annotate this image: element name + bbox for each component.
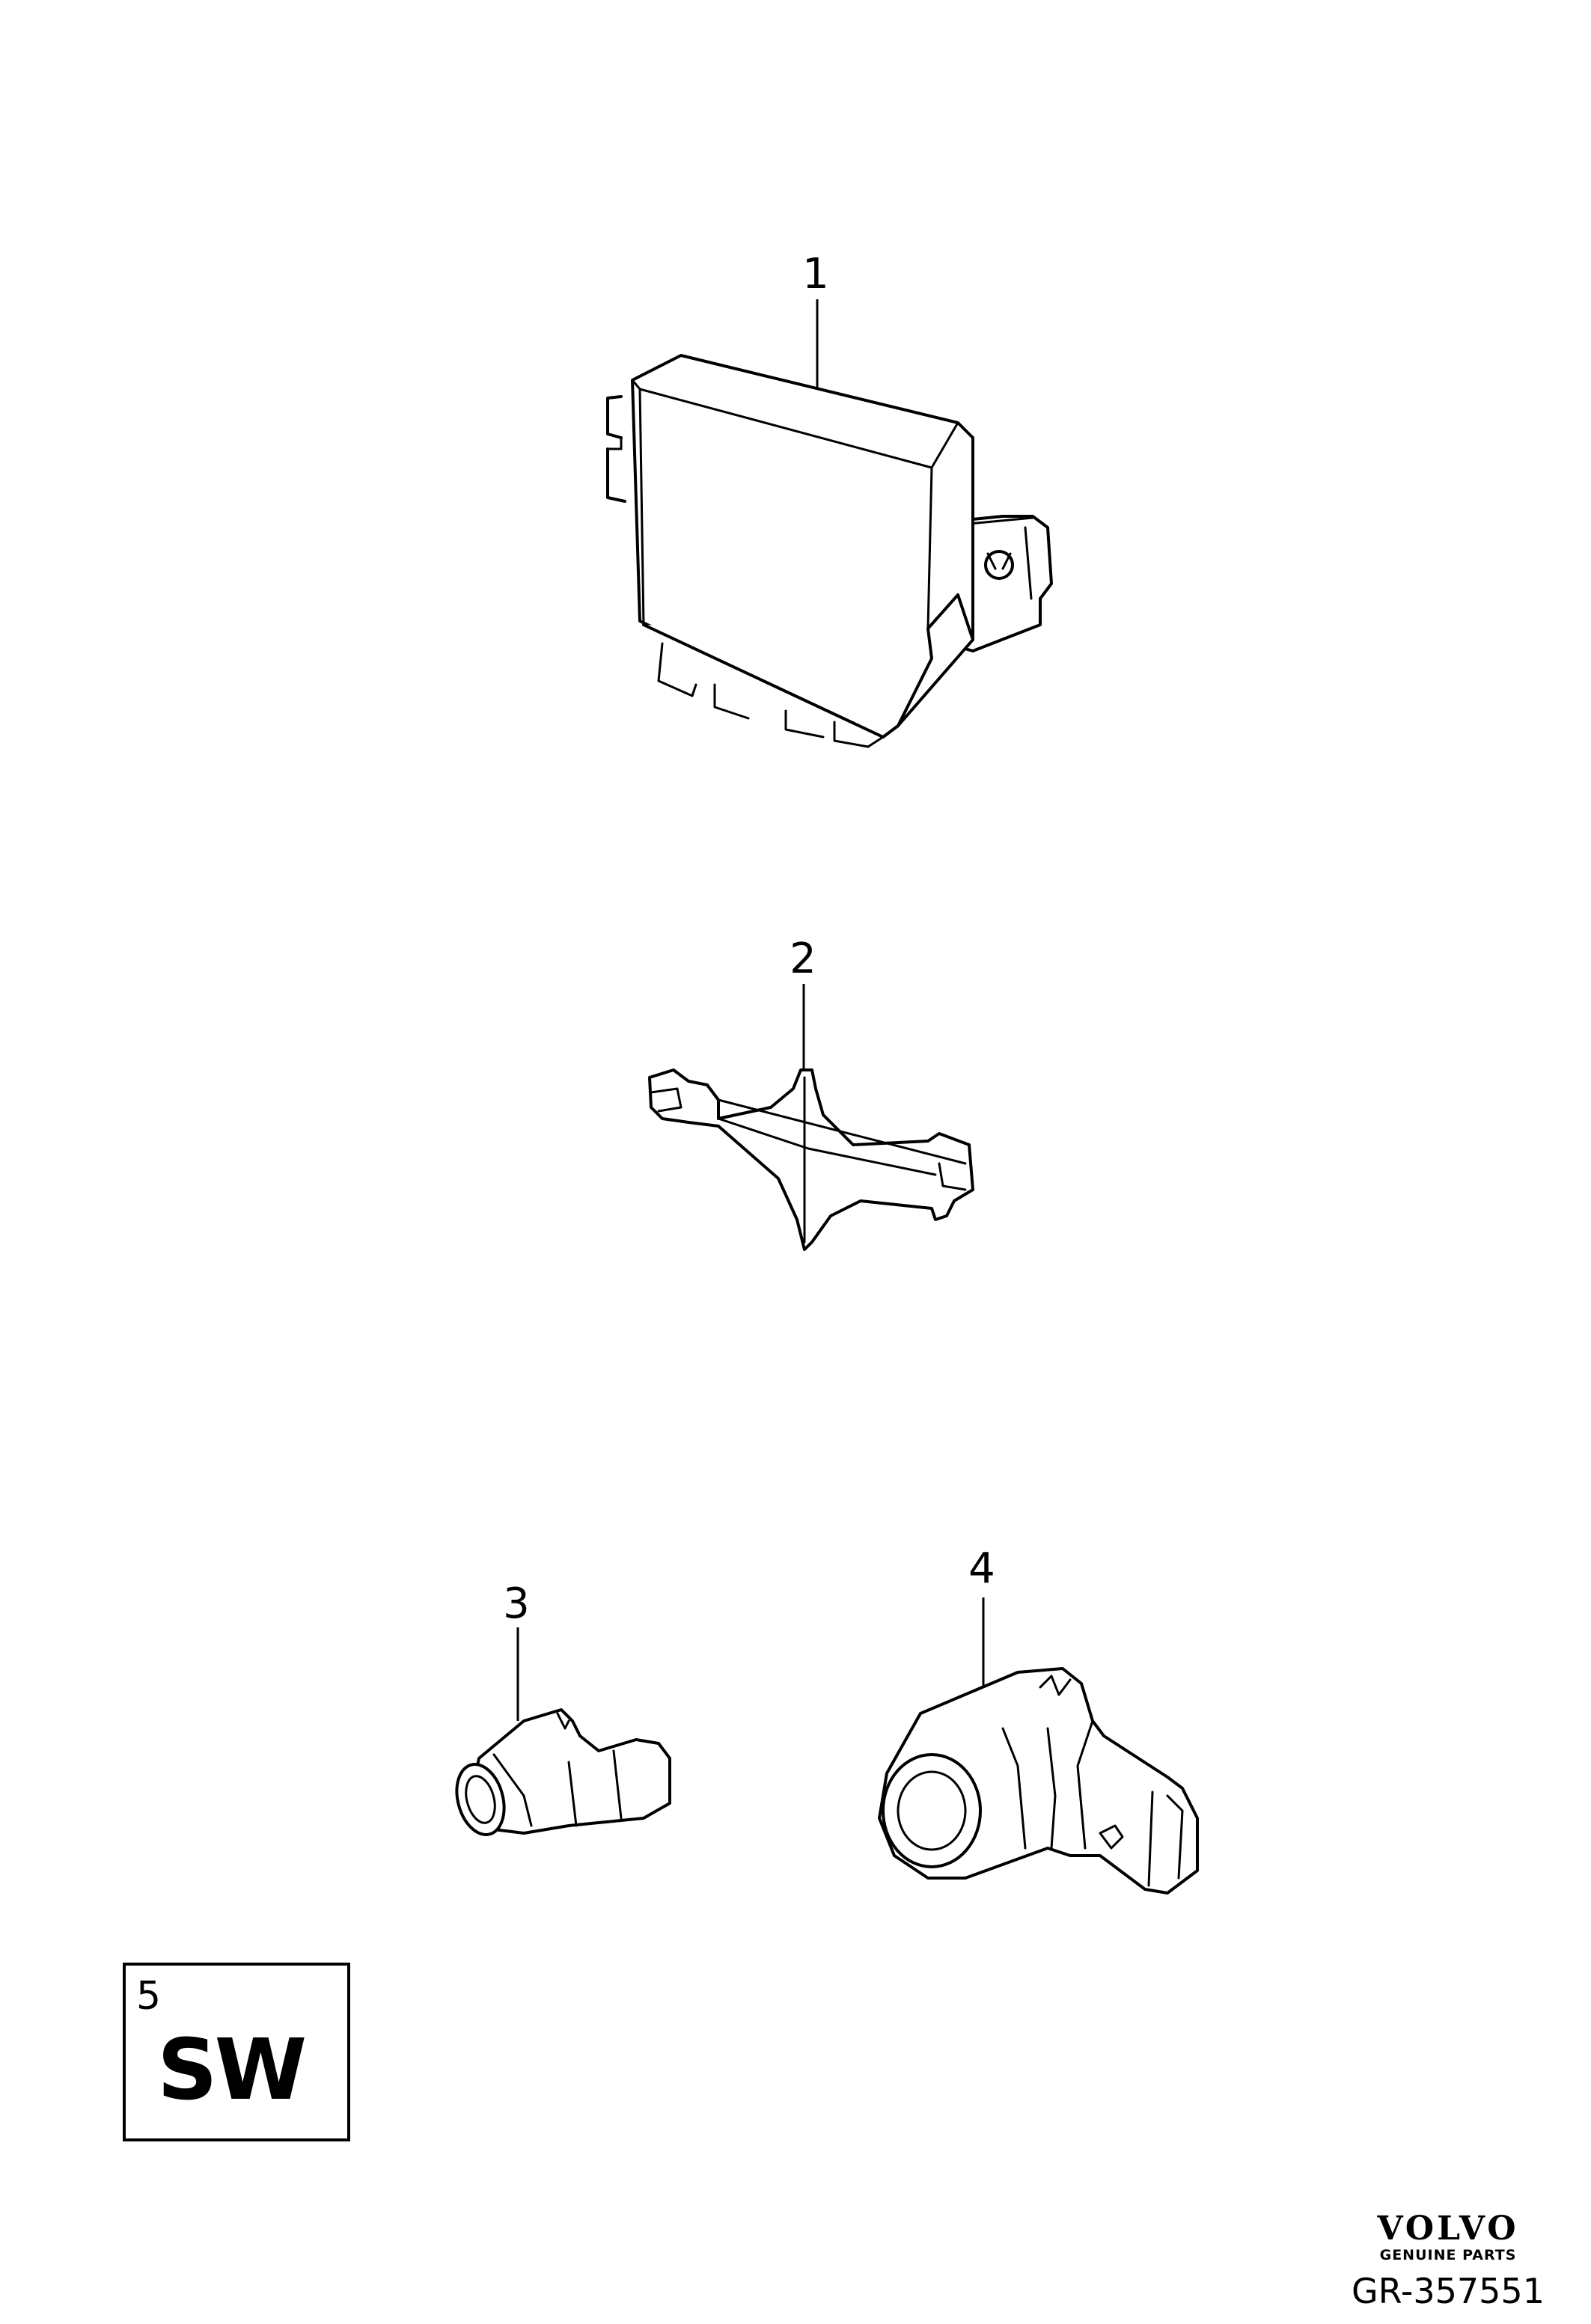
- part-1-control-module: 1: [606, 250, 1053, 748]
- branding-block: VOLVO GENUINE PARTS GR-357551: [1352, 2210, 1545, 2311]
- callout-2: 2: [790, 935, 816, 983]
- callout-4: 4: [968, 1544, 995, 1593]
- part-2-bracket: 2: [648, 935, 974, 1251]
- part-4-large-sensor: 4: [878, 1544, 1199, 1895]
- variant-number: 5: [136, 1974, 161, 2019]
- variant-code: SW: [157, 2022, 305, 2119]
- diagram-reference: GR-357551: [1352, 2271, 1545, 2311]
- callout-3: 3: [503, 1580, 530, 1628]
- volvo-logo: VOLVO: [1376, 2210, 1518, 2248]
- callout-1: 1: [802, 250, 829, 299]
- genuine-parts-label: GENUINE PARTS: [1380, 2247, 1517, 2263]
- variant-box: 5 SW: [123, 1963, 350, 2141]
- part-3-small-sensor: 3: [455, 1580, 671, 1837]
